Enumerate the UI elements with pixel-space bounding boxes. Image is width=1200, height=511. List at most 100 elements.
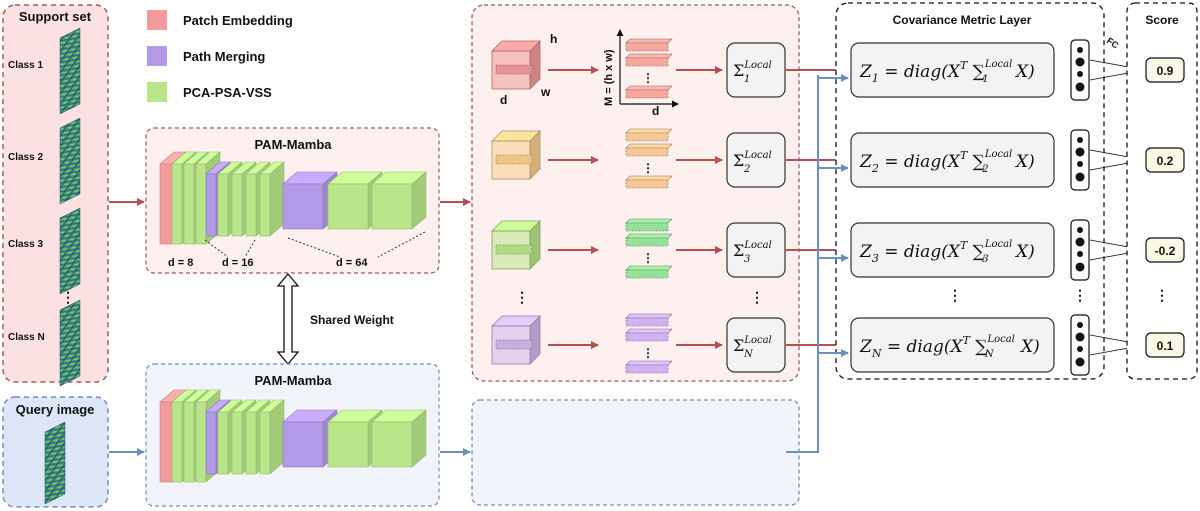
- slab-front: [183, 163, 195, 245]
- score-box: [1145, 147, 1185, 173]
- class-label: Class 3: [8, 239, 43, 250]
- fc-vector: [1070, 314, 1090, 376]
- fc-node: [1075, 82, 1085, 92]
- legend-label: PCA-PSA-VSS: [183, 85, 272, 100]
- token-strip: [625, 364, 669, 374]
- support-set-panel: [2, 4, 109, 383]
- score-rows: 0.90.2-0.20.1: [1145, 57, 1185, 358]
- token-strip: [625, 222, 669, 232]
- slab-front: [231, 173, 243, 237]
- legend-swatch-pca-psa-vss: [147, 82, 167, 102]
- ellipsis: ⋮: [642, 346, 654, 360]
- fc-vector: [1070, 219, 1090, 281]
- shared-weight-label: Shared Weight: [310, 313, 394, 327]
- score-panel: [1126, 2, 1198, 380]
- fc-node: [1075, 147, 1085, 157]
- d-label: d: [500, 93, 507, 107]
- slab-front: [159, 401, 173, 483]
- token-strip: [625, 269, 669, 279]
- legend-swatch-path-merging: [147, 46, 167, 66]
- fc-node: [1075, 237, 1085, 247]
- query-broadcast-lines: [786, 74, 849, 453]
- slab-front: [371, 183, 413, 230]
- slab-front: [327, 183, 369, 230]
- backbone-blocks: [159, 151, 427, 245]
- query-image-title: Query image: [16, 402, 95, 417]
- token-strip-top: [625, 328, 673, 334]
- m-label: M = (h x w): [603, 49, 615, 106]
- score-value: 0.9: [1157, 64, 1174, 78]
- slab-front: [171, 401, 183, 483]
- vss-block: [371, 171, 427, 230]
- hsi-thumbnail: [59, 117, 81, 205]
- vss-block: [259, 399, 285, 475]
- slab-front: [259, 411, 271, 475]
- slab-front: [245, 173, 257, 237]
- slab-front: [327, 421, 369, 468]
- slab-front: [195, 401, 207, 483]
- ellipsis: ⋮: [642, 161, 654, 175]
- slab-front: [205, 411, 217, 475]
- slab-side: [269, 161, 285, 237]
- hsi-thumbnail: [59, 207, 81, 295]
- covariance-formula-box: [850, 42, 1055, 98]
- dim-label: d = 16: [222, 257, 254, 269]
- hsi-thumbnail: [44, 421, 66, 505]
- local-covariance-panel: [471, 4, 800, 382]
- support-images: Class 1 Class 2 Class 3 ⋮ Class N: [8, 27, 81, 387]
- token-strip-top: [625, 265, 673, 271]
- fc-node: [1077, 346, 1083, 352]
- fc-node: [1077, 251, 1083, 257]
- ellipsis: ⋮: [1073, 287, 1087, 303]
- legend-label: Patch Embedding: [183, 13, 293, 28]
- ellipsis: ⋮: [750, 289, 764, 305]
- score-box: [1145, 332, 1185, 358]
- backbone-title: PAM-Mamba: [254, 137, 332, 152]
- token-strip: [625, 89, 669, 99]
- token-strip: [625, 42, 669, 52]
- token-strip: [625, 332, 669, 342]
- ellipsis: ⋮: [1155, 287, 1169, 303]
- h-label: h: [550, 32, 557, 46]
- slab-front: [371, 421, 413, 468]
- feature-cube-slice: [495, 64, 533, 75]
- token-strip-top: [625, 128, 673, 134]
- slab-front: [205, 173, 217, 237]
- score-title: Score: [1145, 13, 1179, 27]
- fc-node: [1077, 322, 1083, 328]
- fc-node: [1075, 262, 1085, 272]
- query-trunk-line: [786, 75, 819, 453]
- slab-front: [259, 173, 271, 237]
- feature-cube-slice: [495, 154, 533, 165]
- class-label: Class N: [8, 332, 45, 343]
- token-strip-top: [625, 218, 673, 224]
- score-value: -0.2: [1155, 244, 1176, 258]
- score-box: [1145, 237, 1185, 263]
- ellipsis: ⋮: [61, 289, 75, 305]
- sigma-local-box: [726, 42, 786, 98]
- ellipsis: ⋮: [515, 289, 529, 305]
- legend-swatch-patch-embedding: [147, 10, 167, 30]
- backbone-title: PAM-Mamba: [254, 373, 332, 388]
- fc-node: [1075, 332, 1085, 342]
- legend: Patch Embedding Path Merging PCA-PSA-VSS: [147, 10, 293, 102]
- slab-front: [171, 163, 183, 245]
- token-strip-top: [625, 360, 673, 366]
- backbone-blocks: [159, 389, 427, 483]
- token-strip: [625, 179, 669, 189]
- sigma-local-box: [726, 132, 786, 188]
- token-strip: [625, 132, 669, 142]
- fc-node: [1075, 357, 1085, 367]
- class-label: Class 2: [8, 152, 43, 163]
- token-strip: [625, 147, 669, 157]
- fc-node: [1075, 172, 1085, 182]
